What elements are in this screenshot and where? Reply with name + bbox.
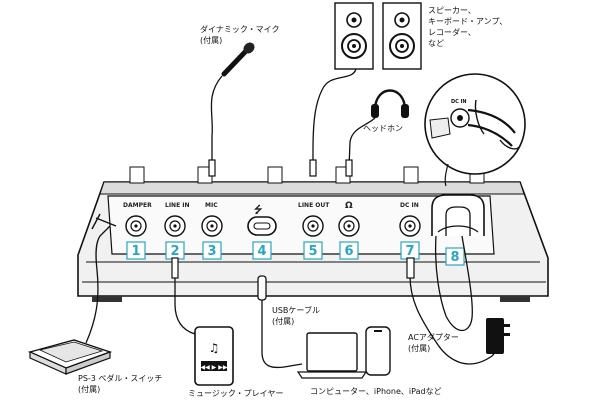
port-number-7: 7 [400,241,420,260]
microphone-icon [221,42,255,77]
callout-mic-note: (付属) [200,35,222,45]
pedal-cable [85,225,111,344]
port-usb-c[interactable] [247,216,277,236]
jack-damper[interactable] [125,215,147,237]
callout-speakers-3: レコーダー、 [428,27,476,37]
cable-hook[interactable] [431,194,485,236]
music-player-icon: ♫ ◀◀ ▶ ▶▶ [194,326,234,386]
jack-line-out[interactable] [302,215,324,237]
damper-plug [91,213,117,230]
phone-icon [365,326,391,376]
jack-phones[interactable] [338,215,360,237]
callout-mic: ダイナミック・マイク [200,24,280,34]
callout-ac-adapter-note: (付属) [408,343,430,353]
dc-cable [409,275,495,365]
callout-speakers-2: キーボード・アンプ、 [428,17,507,26]
headphone-icon: Ω [345,201,353,211]
port-number-8: 8 [445,247,465,266]
port-number-3-text: 3 [207,244,216,259]
usb-icon: ⭍ [254,204,263,216]
port-number-2: 2 [165,241,185,260]
label-line-in: LINE IN [165,202,190,209]
port-number-1: 1 [126,241,146,260]
dc-cable-hook-loop [434,235,473,332]
dc-in-detail-callout [424,73,526,187]
svg-text:♫: ♫ [209,341,220,355]
port-number-4-text: 4 [257,244,266,259]
device-body [77,166,549,302]
port-number-7-text: 7 [405,244,414,259]
speaker-right-icon [382,2,422,70]
speaker-left-icon [334,2,374,70]
label-damper: DAMPER [123,202,152,209]
mic-cable [210,75,223,168]
usb-plug [257,275,267,301]
jack-dc-in[interactable] [399,215,421,237]
label-mic: MIC [205,202,218,209]
line-out-plug [309,159,317,177]
callout-computer: コンピューター、iPhone、iPadなど [310,387,442,396]
pedal-switch-icon [27,339,113,375]
port-number-5-text: 5 [308,244,317,259]
callout-pedal-note: (付属) [78,384,100,394]
line-in-plug [171,257,179,279]
port-number-2-text: 2 [170,244,179,259]
port-number-1-text: 1 [131,244,140,259]
svg-text:◀◀ ▶ ▶▶: ◀◀ ▶ ▶▶ [201,364,228,371]
usb-cable [261,300,303,369]
callout-speakers-4: など [428,39,444,48]
phones-plug [345,159,353,177]
port-number-5: 5 [303,241,323,260]
label-line-out: LINE OUT [298,202,330,209]
jack-line-in[interactable] [164,215,186,237]
port-number-6: 6 [339,241,359,260]
port-number-6-text: 6 [344,244,353,259]
port-number-3: 3 [202,241,222,260]
callout-usb-cable-note: (付属) [272,316,294,326]
jack-mic[interactable] [201,215,223,237]
label-dc-in: DC IN [400,202,419,209]
port-number-4: 4 [252,241,272,260]
callout-headphones: ヘッドホン [363,124,403,133]
port-number-8-text: 8 [450,250,459,265]
callout-speakers-1: スピーカー、 [428,6,476,15]
dc-in-detail-label: DC IN [451,99,467,105]
callout-pedal: PS-3 ペダル・スイッチ [78,373,162,383]
mic-plug [208,159,216,177]
dc-plug [406,257,415,279]
ac-adapter-icon [486,318,510,354]
callout-music-player: ミュージック・プレイヤー [188,389,283,398]
line-in-cable [174,276,196,335]
speaker-cable [312,68,357,168]
callout-ac-adapter: ACアダプター [408,332,459,342]
headphone-cable [348,117,376,169]
callout-usb-cable: USBケーブル [272,305,320,315]
laptop-icon [296,332,368,379]
headphones-icon [371,89,409,118]
